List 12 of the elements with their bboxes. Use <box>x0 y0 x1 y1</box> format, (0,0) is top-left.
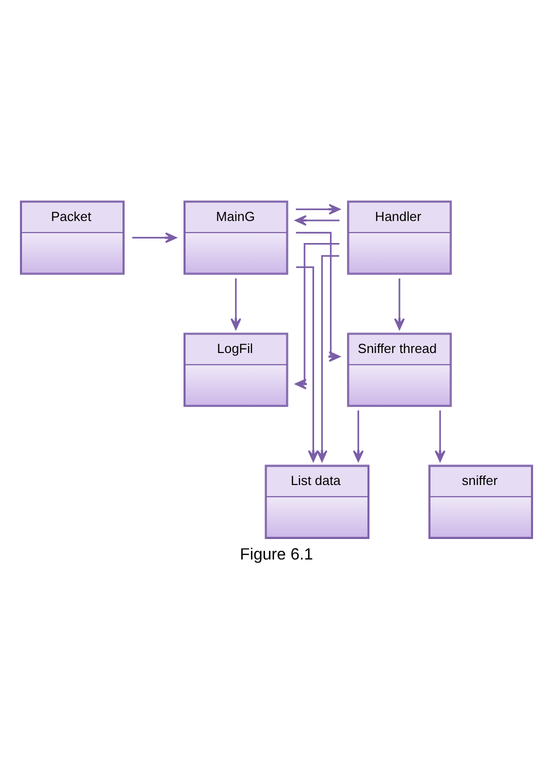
caption: Figure 6.1 <box>240 545 314 564</box>
arrow <box>296 203 340 214</box>
arrow <box>352 410 364 462</box>
arrow <box>316 254 340 462</box>
arrow <box>296 266 319 462</box>
arrow <box>230 278 242 330</box>
arrow <box>394 278 405 330</box>
arrow <box>295 242 340 389</box>
arrow <box>434 410 446 462</box>
arrow <box>296 231 340 362</box>
arrow <box>132 232 177 243</box>
arrow <box>295 214 340 226</box>
